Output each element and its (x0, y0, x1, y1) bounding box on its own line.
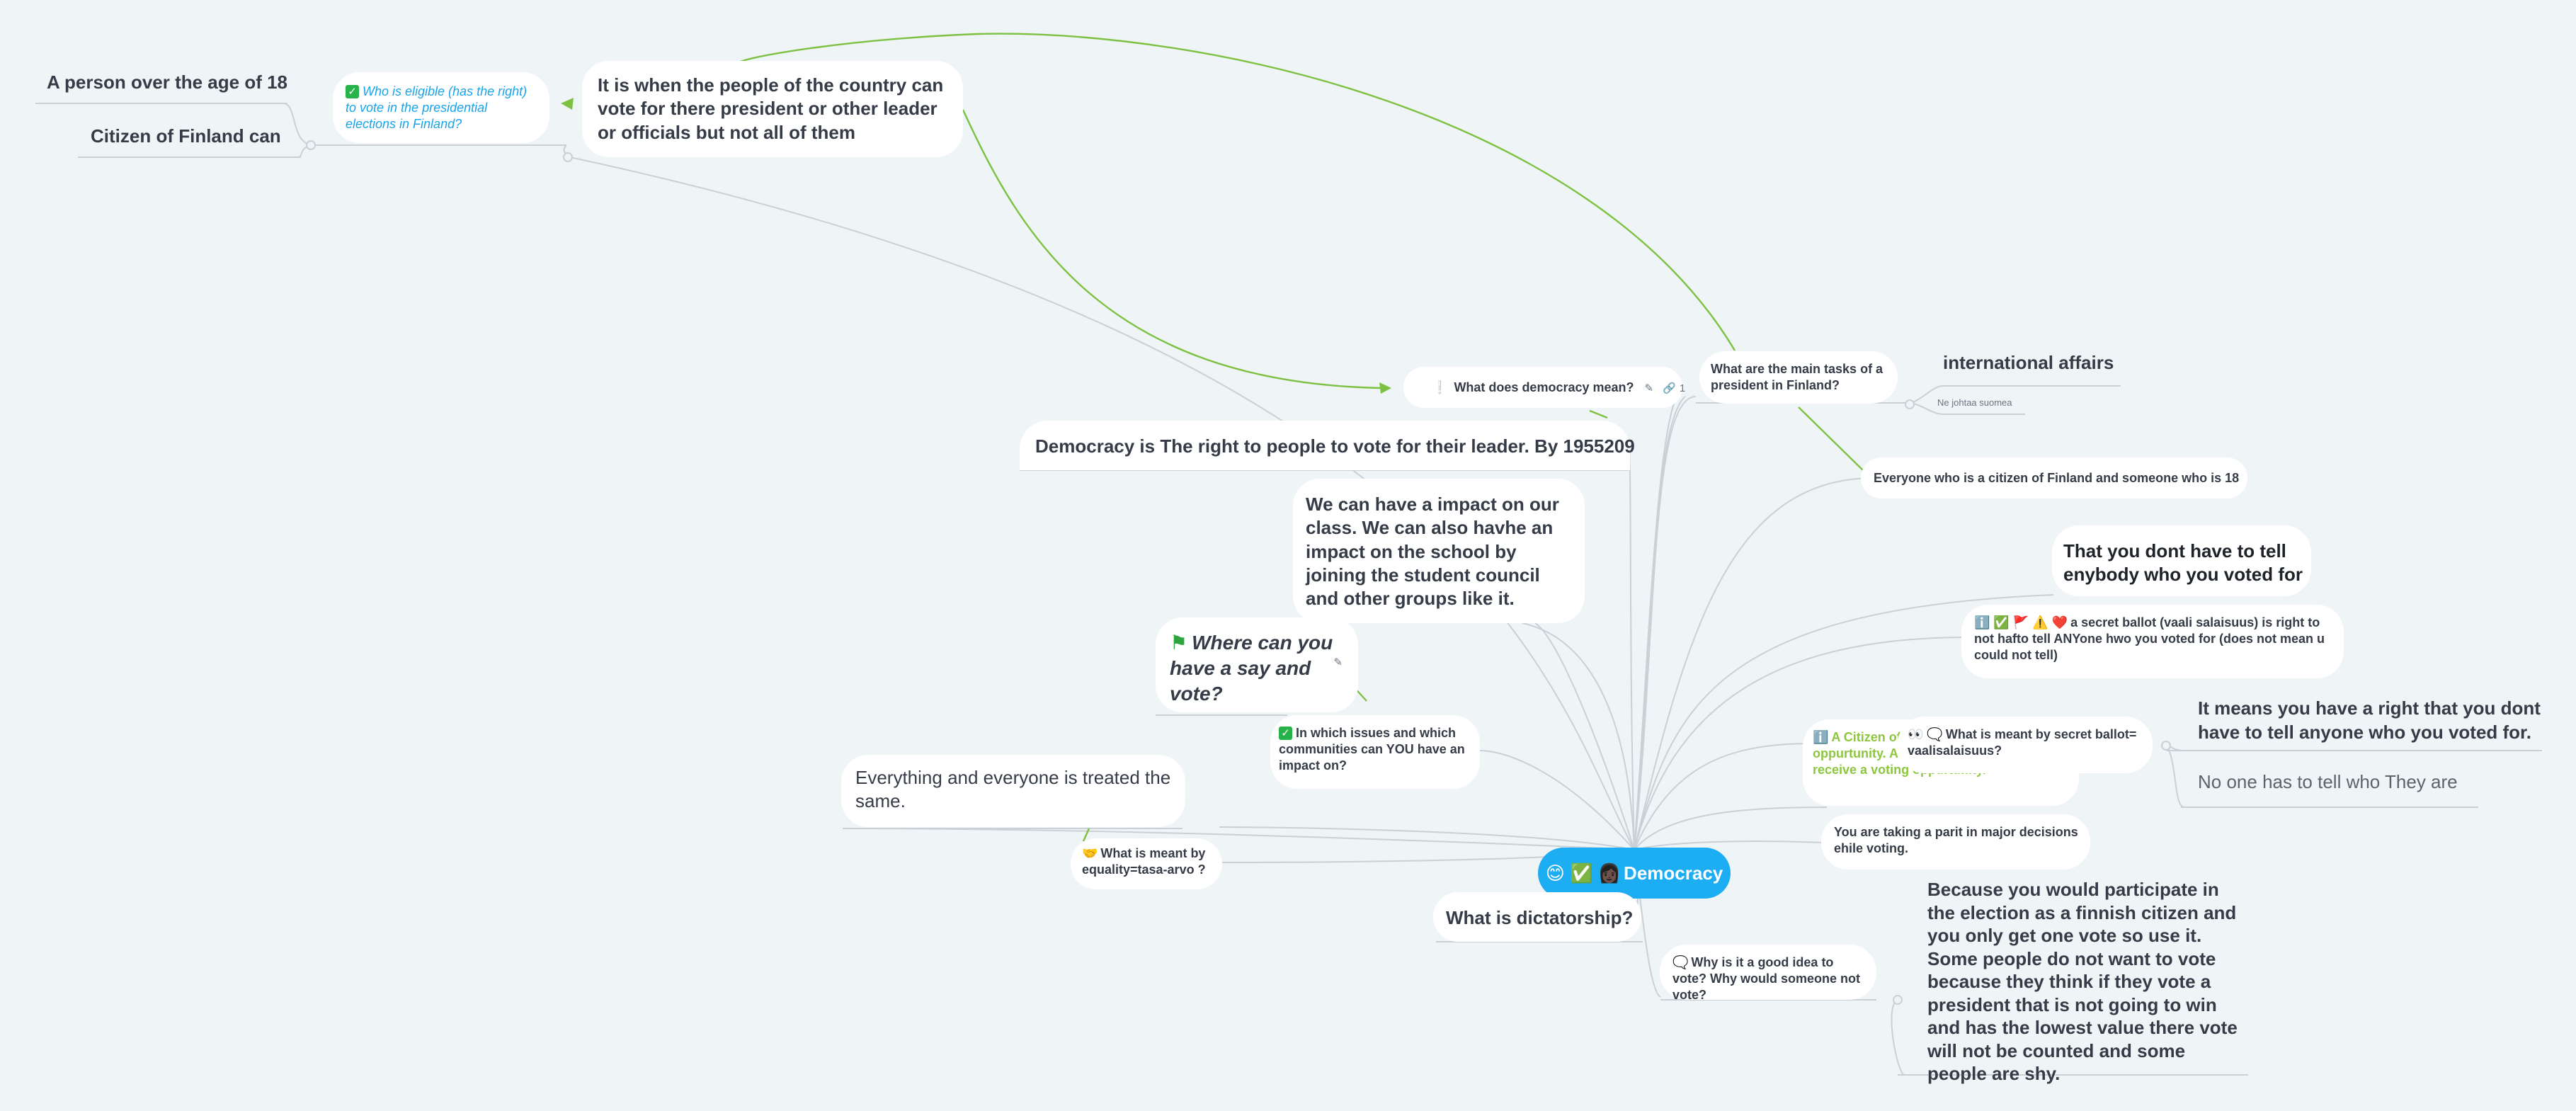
connector-dot (1893, 995, 1903, 1005)
topic-what-democracy-mean[interactable]: ❕ What does democracy mean? ✎ 🔗 1 (1403, 367, 1686, 408)
topic-citizen-finland[interactable]: Citizen of Finland can (91, 125, 281, 149)
topic-label: Ne johtaa suomea (1937, 397, 2012, 408)
topic-label: Why is it a good idea to vote? Why would… (1672, 955, 1860, 1003)
relation-line (962, 109, 1381, 389)
connector-dot (2161, 741, 2171, 751)
topic-secret-ballot-definition[interactable]: ℹ️ ✅ 🚩 ⚠️ ❤️a secret ballot (vaali salai… (1961, 605, 2344, 678)
topic-label: A person over the age of 18 (47, 72, 288, 93)
topic-no-one[interactable]: No one has to tell who They are (2198, 770, 2458, 794)
branch-line (1634, 807, 1828, 850)
topic-label: Democracy is The right to people to vote… (1035, 435, 1635, 457)
topic-impact-class[interactable]: We can have a impact on our class. We ca… (1293, 479, 1585, 623)
topic-ne-johtaa[interactable]: Ne johtaa suomea (1937, 397, 2012, 409)
root-emoji-icons: 😊 ✅ 👩🏿 (1545, 862, 1622, 884)
topic-because[interactable]: Because you would participate in the ele… (1927, 878, 2247, 1086)
relation-line (1589, 409, 1608, 419)
topic-label: Because you would participate in the ele… (1927, 879, 2238, 1084)
topic-label: Citizen of Finland can (91, 125, 281, 147)
topic-label: Where can you have a say and vote? (1170, 632, 1333, 705)
branch-line (1911, 402, 1944, 415)
connector-dot (1905, 399, 1915, 409)
branch-line (842, 828, 1635, 850)
topic-label: In which issues and which communities ca… (1279, 726, 1465, 773)
topic-everyone-citizen[interactable]: Everyone who is a citizen of Finland and… (1861, 457, 2247, 498)
topic-label: You are taking a parit in major decision… (1834, 825, 2078, 856)
checkmark-icon: ✓ (346, 85, 359, 98)
root-topic-democracy[interactable]: 😊 ✅ 👩🏿 Democracy (1538, 848, 1731, 899)
branch-line (1479, 750, 1635, 850)
topic-democracy-right[interactable]: Democracy is The right to people to vote… (1020, 421, 1635, 470)
note-icon[interactable]: ✎ (1644, 382, 1654, 394)
info-check-flag-warning-heart-icons: ℹ️ ✅ 🚩 ⚠️ ❤️ (1974, 615, 2068, 629)
branch-line (1634, 477, 1870, 850)
eyes-speech-icon: 👀 🗨️ (1908, 727, 1943, 741)
topic-label: What is meant by secret ballot= vaalisal… (1908, 727, 2137, 758)
branch-line (1219, 826, 1635, 850)
branch-line (1634, 743, 1813, 850)
topic-everything-equal[interactable]: Everything and everyone is treated the s… (841, 755, 1185, 827)
connector-dot (563, 152, 573, 162)
note-icon[interactable]: ✎ (1333, 656, 1343, 668)
topic-label: Everyone who is a citizen of Finland and… (1874, 471, 2240, 485)
topic-label: What is meant by equality=tasa-arvo ? (1082, 846, 1206, 877)
branch-line (1522, 622, 1635, 850)
relation-line (1798, 406, 1867, 474)
handshake-icon: 🤝 (1082, 846, 1098, 860)
branch-line (1891, 999, 1905, 1076)
root-topic-label: Democracy (1624, 862, 1723, 884)
topic-label: What are the main tasks of a president i… (1711, 362, 1883, 393)
topic-international-affairs[interactable]: international affairs (1943, 351, 2114, 375)
branch-line (1634, 841, 1824, 850)
branch-line (1911, 385, 1944, 404)
topic-who-eligible[interactable]: ✓Who is eligible (has the right) to vote… (333, 72, 549, 143)
topic-equality[interactable]: 🤝What is meant by equality=tasa-arvo ? (1071, 838, 1222, 889)
connector-dot (306, 140, 316, 150)
branch-line (1534, 622, 1635, 850)
topic-label: Who is eligible (has the right) to vote … (346, 84, 528, 132)
topic-label: international affairs (1943, 352, 2114, 373)
topic-people-vote[interactable]: It is when the people of the country can… (582, 61, 963, 157)
link-count: 1 (1679, 382, 1686, 394)
topic-label: What does democracy mean? (1454, 380, 1634, 394)
checkmark-icon: ✓ (1279, 727, 1292, 740)
branch-line (1634, 387, 1682, 850)
topic-label: What is dictatorship? (1446, 907, 1634, 928)
exclamation-icon: ❕ (1432, 380, 1448, 394)
arrow-head (561, 98, 574, 110)
branch-line (1634, 637, 1969, 850)
topic-main-tasks[interactable]: What are the main tasks of a president i… (1699, 351, 1898, 404)
topic-dictatorship[interactable]: What is dictatorship? (1433, 892, 1641, 942)
link-icon[interactable]: 🔗 (1663, 382, 1676, 394)
topic-means-right[interactable]: It means you have a right that you dont … (2198, 697, 2552, 745)
topic-major-decisions[interactable]: You are taking a parit in major decision… (1821, 814, 2090, 870)
branch-line (2166, 744, 2185, 808)
arrow-head (1379, 382, 1391, 394)
info-icon: ℹ️ (1813, 730, 1829, 744)
branch-line (1634, 396, 1697, 850)
topic-label: a secret ballot (vaali salaisuus) is rig… (1974, 615, 2325, 663)
speech-bubble-icon: 🗨️ (1672, 955, 1689, 969)
topic-label: That you dont have to tell enybody who y… (2063, 540, 2303, 586)
flag-icon: ⚑ (1170, 632, 1188, 654)
topic-dont-have-tell[interactable]: That you dont have to tell enybody who y… (2052, 525, 2311, 596)
topic-secret-ballot-question[interactable]: 👀 🗨️What is meant by secret ballot= vaal… (1898, 717, 2153, 773)
branch-line (283, 103, 312, 146)
topic-label: We can have a impact on our class. We ca… (1306, 494, 1559, 610)
topic-why-vote[interactable]: 🗨️Why is it a good idea to vote? Why wou… (1660, 945, 1876, 1003)
topic-person-18[interactable]: A person over the age of 18 (47, 71, 287, 95)
topic-label: Everything and everyone is treated the s… (855, 767, 1171, 812)
relation-line (736, 33, 1736, 351)
relation-line (1082, 828, 1090, 842)
topic-which-issues[interactable]: ✓In which issues and which communities c… (1270, 715, 1480, 789)
topic-where-say-vote[interactable]: ⚑Where can you have a say and vote? ✎ (1156, 617, 1358, 712)
branch-line (1634, 594, 2054, 850)
topic-label: It is when the people of the country can… (598, 74, 944, 143)
topic-label: It means you have a right that you dont … (2198, 697, 2541, 743)
topic-label: No one has to tell who They are (2198, 771, 2458, 792)
